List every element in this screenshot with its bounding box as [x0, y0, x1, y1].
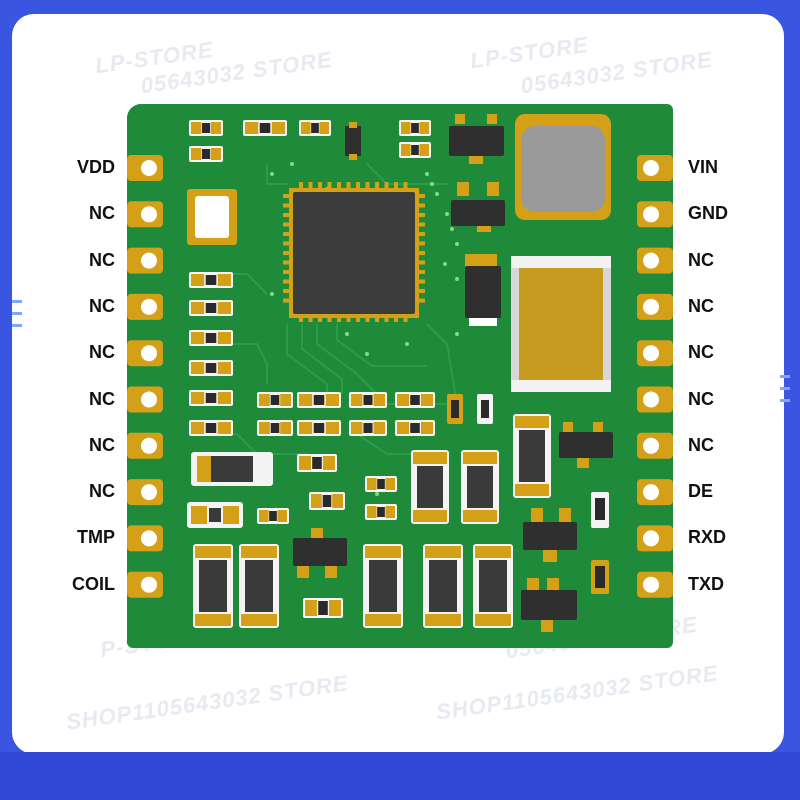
smd-resistor	[189, 390, 233, 406]
smd-resistor	[189, 420, 233, 436]
pin-label: NC	[89, 388, 115, 409]
pin-label: NC	[688, 434, 714, 455]
smd-resistor	[349, 420, 387, 436]
pin-label: NC	[89, 434, 115, 455]
pin-label: COIL	[72, 573, 115, 594]
large-resistor	[513, 414, 551, 498]
sot-transistors	[293, 114, 613, 632]
crystal-component	[187, 189, 237, 245]
smd-resistor	[257, 392, 293, 408]
pin-label: VIN	[688, 157, 719, 177]
smd-resistor	[189, 330, 233, 346]
pcb-components	[127, 114, 673, 632]
pcb-board	[127, 104, 673, 648]
smd-resistor	[189, 120, 223, 136]
pin-label: TMP	[77, 527, 115, 548]
pin-label: NC	[688, 295, 714, 316]
pin-label: DE	[688, 481, 714, 502]
smd-resistor	[299, 120, 331, 136]
large-resistor	[423, 544, 463, 628]
smd-resistor	[189, 272, 233, 288]
pin-label: NC	[89, 342, 115, 363]
smd-resistor	[297, 454, 337, 472]
pin-label: RXD	[688, 527, 727, 548]
large-resistor	[193, 544, 233, 628]
smd-resistor	[365, 476, 397, 492]
pin-label: VDD	[76, 157, 115, 177]
smd-resistor	[395, 420, 435, 436]
pin-label: NC	[89, 295, 115, 316]
large-resistor	[411, 450, 449, 524]
bottom-band	[0, 752, 800, 800]
smd-resistor	[243, 120, 287, 136]
smd-resistor	[257, 420, 293, 436]
smd-resistor	[189, 360, 233, 376]
large-resistor	[239, 544, 279, 628]
main-ic-chip	[283, 182, 425, 322]
large-resistor	[461, 450, 499, 524]
smd-resistor	[297, 392, 341, 408]
inductor	[515, 114, 611, 220]
pin-label: TXD	[688, 573, 724, 594]
large-resistor	[473, 544, 513, 628]
pin-label: NC	[688, 388, 714, 409]
pin-label: NC	[688, 342, 714, 363]
smd-resistor	[399, 142, 431, 158]
large-resistor	[363, 544, 403, 628]
smd-resistor	[349, 392, 387, 408]
smd-resistor	[309, 492, 345, 510]
pin-label: NC	[89, 249, 115, 270]
smd-resistor	[303, 598, 343, 618]
smd-resistor	[365, 504, 397, 520]
smd-resistor	[257, 508, 289, 524]
pin-label: NC	[688, 249, 714, 270]
small-smd-components	[187, 120, 609, 618]
smd-resistor	[395, 392, 435, 408]
tantalum-capacitor	[511, 256, 611, 392]
large-resistors	[193, 414, 551, 628]
pin-label: NC	[89, 481, 115, 502]
smd-resistor	[189, 300, 233, 316]
smd-resistor	[297, 420, 341, 436]
left-pin-pads	[127, 155, 163, 598]
smd-resistor	[399, 120, 431, 136]
pin-label: NC	[89, 203, 115, 224]
pin-label: GND	[688, 203, 728, 224]
smd-resistor	[189, 146, 223, 162]
right-pin-pads	[637, 155, 673, 598]
